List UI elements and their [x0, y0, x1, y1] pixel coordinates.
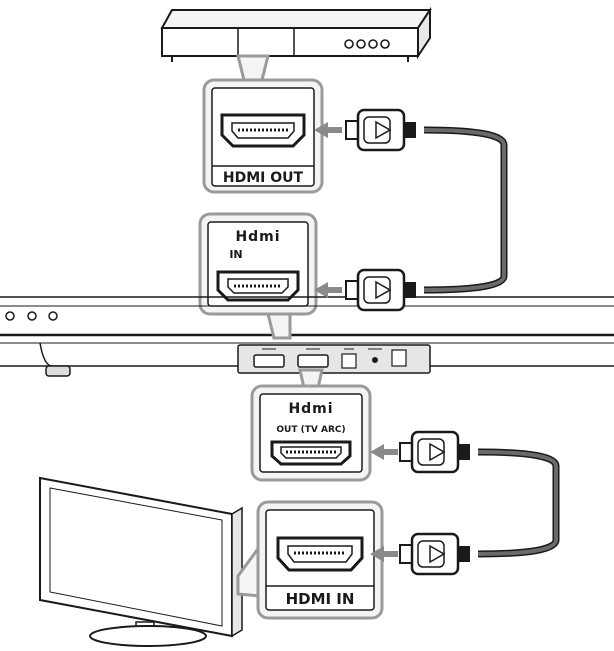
hdmi-cable-soundbar-to-tv: [477, 448, 560, 558]
hdmi-cable-player-to-soundbar: [423, 126, 508, 294]
label-tv-hdmi-in: HDMI IN: [286, 590, 355, 608]
soundbar: [0, 296, 614, 377]
hdmi-port-icon: [220, 113, 306, 148]
label-in: IN: [229, 248, 242, 261]
hdmi-port-icon: [270, 440, 352, 466]
label-hdmi-out: HDMI OUT: [223, 170, 304, 186]
hdmi-port-icon: [216, 270, 300, 302]
soundbar-indicator-lights: [5, 311, 58, 321]
callout-soundbar-hdmi-in: Hdmi IN: [198, 212, 318, 316]
soundbar-rear-panel: [237, 344, 431, 374]
hdmi-plug-soundbar-out: [370, 430, 472, 474]
hdmi-port-icon: [276, 536, 364, 572]
hdmi-plug-soundbar-in: [314, 268, 418, 312]
hdmi-plug-player: [314, 108, 418, 152]
hdmi-logo-in: Hdmi: [235, 229, 280, 245]
callout-tv-hdmi-in: HDMI IN: [256, 500, 384, 620]
hdmi-plug-tv-in: [370, 532, 472, 576]
hdmi-logo-out: Hdmi: [288, 401, 333, 417]
television: [39, 476, 243, 647]
callout-soundbar-hdmi-out-arc: Hdmi OUT (TV ARC): [250, 384, 372, 482]
player-buttons: [344, 39, 390, 49]
label-out-tv-arc: OUT (TV ARC): [276, 425, 345, 435]
tv-stand: [89, 621, 207, 647]
source-player: [160, 6, 432, 62]
callout-player-hdmi-out: HDMI OUT: [202, 78, 324, 194]
